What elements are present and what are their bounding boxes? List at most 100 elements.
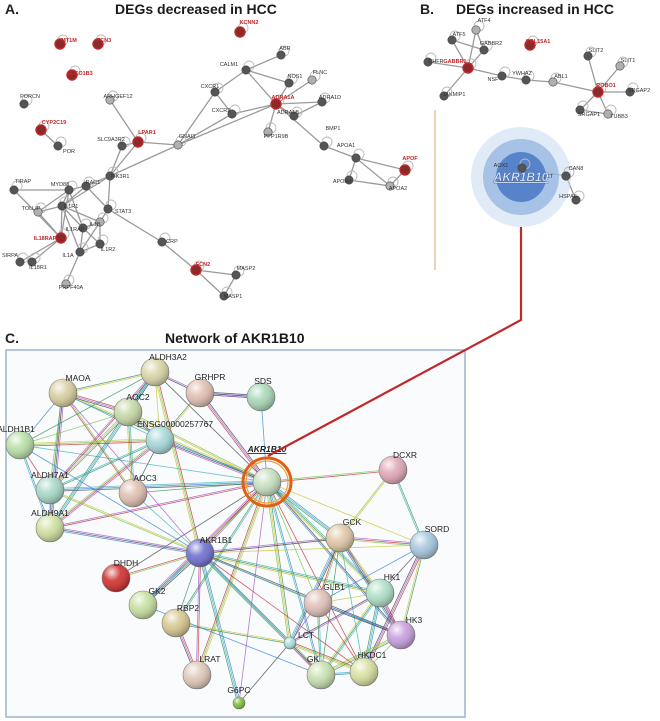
node-label-hk1: HK1 [384, 572, 401, 582]
node-por[interactable] [53, 141, 63, 151]
node-label-myd88: MYD88 [51, 182, 69, 188]
node-apoa2[interactable] [385, 181, 395, 191]
edge-maoa-aldh9a1 [50, 393, 65, 529]
node-label-sds: SDS [254, 376, 272, 386]
edge-akr1b10-lct [266, 481, 291, 644]
node-pik3r1[interactable] [105, 171, 115, 181]
node-shine-g6pc [233, 697, 245, 709]
node-fcn3[interactable] [92, 38, 104, 50]
node-label-porcn: PORCN [20, 94, 40, 100]
node-can8[interactable] [561, 171, 571, 181]
node-shine-hkdc1 [350, 658, 378, 686]
node-mt1m[interactable] [54, 38, 66, 50]
node-il1r1[interactable] [57, 201, 67, 211]
node-label-il18rap: IL18RAP [34, 236, 57, 242]
node-ppp1r9b[interactable] [263, 127, 273, 137]
node-fcn2[interactable] [190, 264, 202, 276]
node-col15a1[interactable] [524, 39, 536, 51]
node-label-lpar1: LPAR1 [138, 130, 156, 136]
edge-bmp1-apoa1 [323, 145, 357, 159]
node-rac1[interactable] [81, 181, 91, 191]
node-il1b[interactable] [95, 217, 105, 227]
edge-dcxr-gck [339, 469, 393, 538]
edge-adra1a-flnc [275, 79, 313, 105]
node-label-il1rap: IL1RAP [66, 227, 85, 233]
node-ywhaz[interactable] [521, 75, 531, 85]
node-adra1a[interactable] [270, 98, 282, 110]
node-adra1b[interactable] [289, 111, 299, 121]
node-cxcr1[interactable] [210, 87, 220, 97]
node-il1r2[interactable] [95, 239, 105, 249]
node-shine-aldh3a2 [141, 358, 169, 386]
node-shine-aoc2 [114, 398, 142, 426]
node-il18r1[interactable] [27, 257, 37, 267]
node-jakmip1[interactable] [439, 91, 449, 101]
node-srgap2[interactable] [625, 87, 635, 97]
node-tirap[interactable] [9, 185, 19, 195]
node-il1rap[interactable] [78, 223, 88, 233]
edge-hk1-lct [289, 592, 380, 643]
node-abr[interactable] [276, 50, 286, 60]
node-cyp2c19[interactable] [35, 124, 47, 136]
node-stat3[interactable] [103, 204, 113, 214]
node-slit2[interactable] [583, 51, 593, 61]
node-slc9a3r2[interactable] [117, 141, 127, 151]
node-label-can8: CAN8 [569, 166, 584, 172]
node-atf5[interactable] [447, 35, 457, 45]
panel-a-edges [13, 54, 406, 297]
node-nos1[interactable] [284, 78, 294, 88]
node-apoa1[interactable] [351, 153, 361, 163]
node-arhgef12[interactable] [105, 95, 115, 105]
edge-hk3-gk [320, 634, 402, 676]
node-hspa6[interactable] [571, 195, 581, 205]
node-masp2[interactable] [231, 270, 241, 280]
node-label-srgap2: SRGAP2 [628, 88, 650, 94]
node-lpar1[interactable] [132, 136, 144, 148]
node-il1a[interactable] [75, 247, 85, 257]
node-label-ppp1r9b: PPP1R9B [264, 134, 289, 140]
node-shine-hk3 [387, 621, 415, 649]
node-sirpa[interactable] [15, 257, 25, 267]
node-slco1b3[interactable] [66, 69, 78, 81]
edge-adra1a-adra1d [275, 101, 323, 105]
node-crp[interactable] [157, 237, 167, 247]
node-tubb3[interactable] [603, 109, 613, 119]
edge-il1r1-il1b [61, 205, 101, 223]
node-masp1[interactable] [219, 291, 229, 301]
node-apoa4[interactable] [344, 175, 354, 185]
node-calm1[interactable] [241, 65, 251, 75]
node-gabbr2[interactable] [479, 45, 489, 55]
node-gabbr1[interactable] [462, 62, 474, 74]
node-srgap1[interactable] [575, 105, 585, 115]
edge-aldh1b1-ensg [19, 438, 160, 445]
node-prpf40a[interactable] [61, 279, 71, 289]
node-flnc[interactable] [307, 75, 317, 85]
node-robo1[interactable] [592, 86, 604, 98]
node-apof[interactable] [399, 164, 411, 176]
node-label-apoa4: APOA4 [333, 179, 351, 185]
node-chfr[interactable] [423, 57, 433, 67]
node-tollip[interactable] [33, 207, 43, 217]
node-label-il18r1: IL18R1 [29, 265, 47, 271]
node-atf4[interactable] [471, 25, 481, 35]
node-porcn[interactable] [19, 99, 29, 109]
edge-il18rap-il18r1 [31, 237, 62, 263]
node-kcnn2[interactable] [234, 26, 246, 38]
node-gnai3[interactable] [173, 140, 183, 150]
node-il18rap[interactable] [55, 232, 67, 244]
node-label-tirap: TIRAP [15, 179, 32, 185]
node-myd88[interactable] [64, 185, 74, 195]
node-bmp1[interactable] [319, 141, 329, 151]
node-label-grhpr: GRHPR [195, 372, 226, 382]
node-label-il1a: IL1A [62, 253, 74, 259]
edge-akr1b10-aldh9a1 [50, 482, 268, 530]
node-abl1[interactable] [548, 77, 558, 87]
node-slit1[interactable] [615, 61, 625, 71]
node-adra1d[interactable] [317, 97, 327, 107]
node-cxcr2[interactable] [227, 109, 237, 119]
edge-myd88-il1rap [68, 189, 84, 229]
node-aox1[interactable] [517, 163, 527, 173]
edge-akr1b10-hk3 [267, 481, 402, 635]
node-nsf[interactable] [497, 71, 507, 81]
